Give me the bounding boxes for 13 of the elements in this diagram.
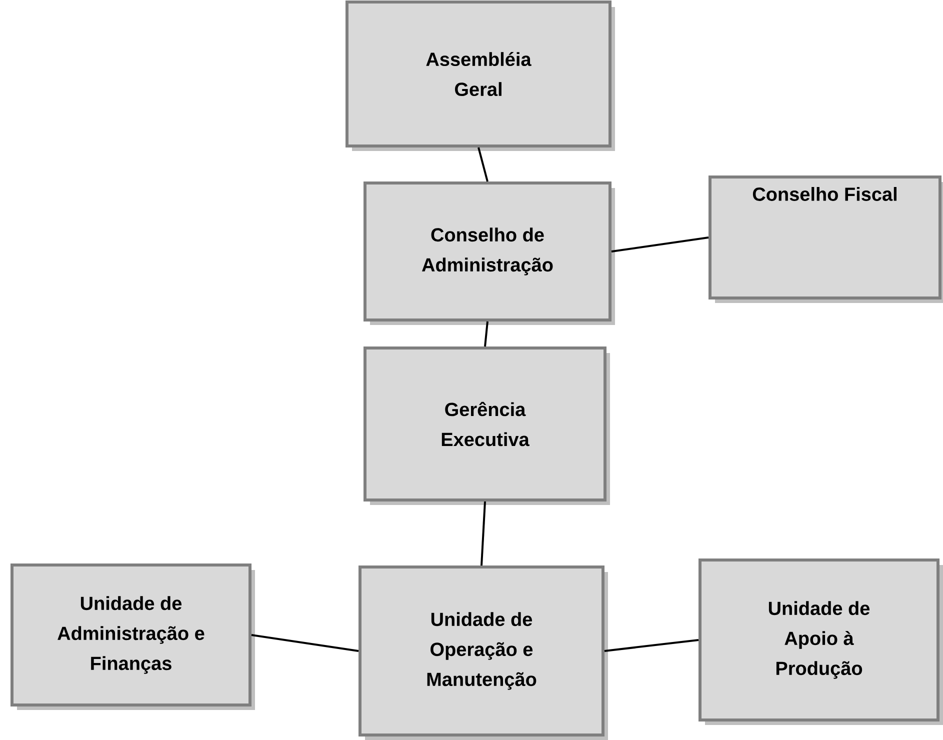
- connector-line: [604, 639, 699, 652]
- org-box: Unidade de Administração e Finanças: [10, 564, 255, 710]
- connector-line: [251, 634, 359, 652]
- org-box: Conselho de Administração: [364, 182, 615, 325]
- org-box: Unidade de Operação e Manutenção: [358, 566, 608, 740]
- org-box: Unidade de Apoio à Produção: [698, 558, 943, 725]
- connector-line: [484, 321, 488, 347]
- org-box: Gerência Executiva: [364, 346, 610, 505]
- connector-line: [611, 236, 709, 252]
- org-box: Conselho Fiscal: [708, 176, 943, 303]
- connector-line: [478, 147, 488, 182]
- org-box: Assembléia Geral: [346, 0, 615, 151]
- connector-line: [480, 501, 486, 566]
